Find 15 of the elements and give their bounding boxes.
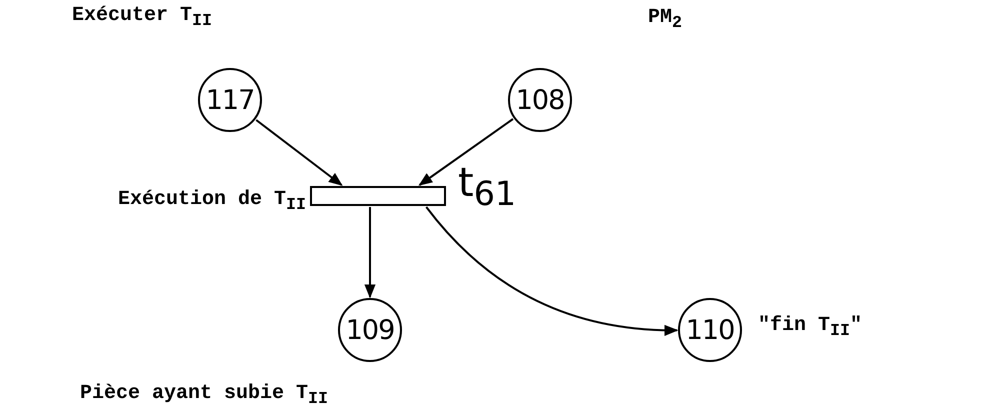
place-label: Exécution de T$_{II}$ (118, 188, 306, 215)
place-label: "fin T$_{II}$" (758, 314, 862, 341)
place-label: PM$_{2}$ (648, 6, 682, 33)
transition-label: t$_{61}$ (458, 160, 516, 213)
transition-bar (310, 186, 446, 206)
place-number: 110 (686, 314, 734, 346)
arrow (364, 207, 376, 298)
place-label: Exécuter T$_{II}$ (72, 4, 212, 31)
arrow (256, 119, 343, 186)
arrow (418, 118, 514, 186)
place-number: 109 (346, 314, 394, 346)
place-number: 108 (516, 84, 564, 116)
arrow (426, 206, 678, 336)
place-label: Pièce ayant subie T$_{II}$ (80, 382, 328, 409)
place-number: 117 (206, 84, 254, 116)
